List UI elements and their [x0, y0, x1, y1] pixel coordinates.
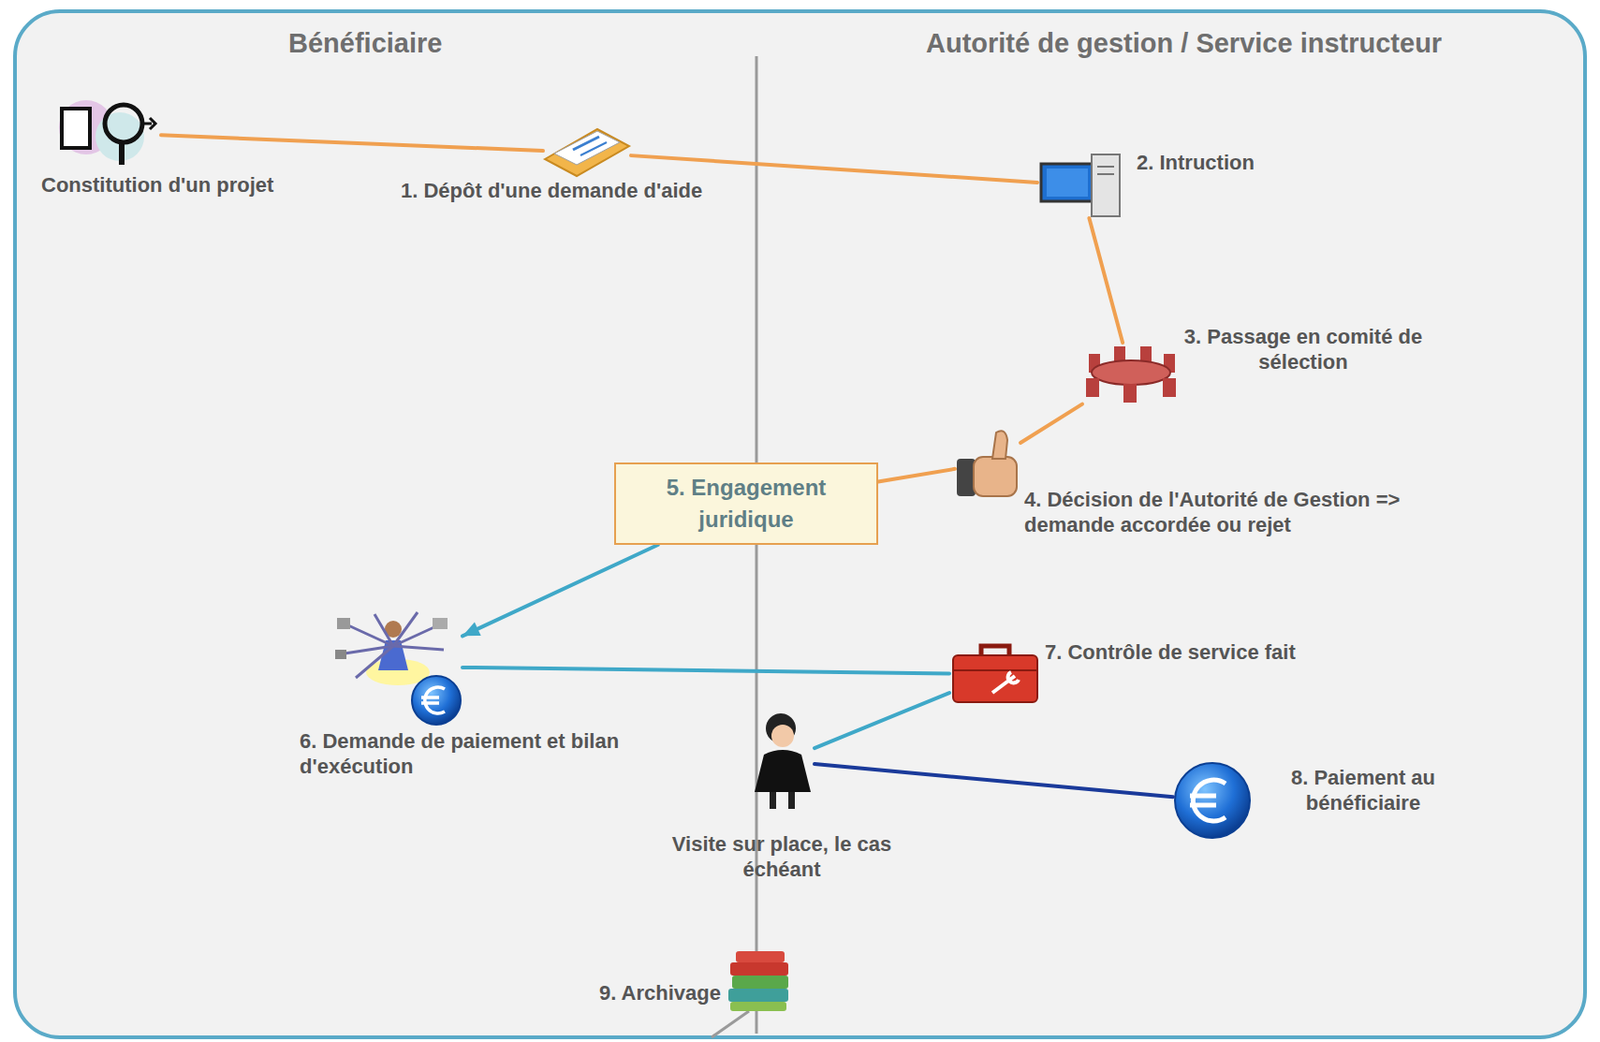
step-label: 7. Contrôle de service fait	[1044, 639, 1364, 665]
step-node: Visite sur place, le cas échéant	[750, 709, 815, 813]
books-icon	[728, 951, 789, 1012]
step-label: 3. Passage en comité de sélection	[1181, 323, 1425, 375]
computer-icon	[1041, 154, 1120, 217]
step-node: 8. Paiement au bénéficiaire	[1173, 761, 1252, 840]
step-node: Constitution d'un projet	[56, 97, 162, 169]
step-label: 9. Archivage	[524, 980, 721, 1006]
archive-line	[711, 1011, 749, 1038]
step-label: Constitution d'un projet	[41, 172, 276, 198]
step-node: 9. Archivage	[726, 947, 793, 1015]
step-label: 4. Décision de l'Autorité de Gestion => …	[1024, 486, 1493, 538]
flow-connector	[462, 667, 950, 675]
flow-connector	[878, 469, 955, 483]
flow-connector	[814, 763, 1174, 797]
step-node: 3. Passage en comité de sélection	[1082, 342, 1180, 405]
step-label: Visite sur place, le cas échéant	[655, 831, 909, 882]
form-icon	[544, 129, 630, 177]
inspector-figure-icon	[754, 713, 811, 809]
step-node: 1. Dépôt d'une demande d'aide	[543, 127, 632, 178]
flow-connector	[161, 134, 544, 151]
box-label: 5. Engagement juridique	[629, 471, 864, 536]
flow-connector	[462, 544, 659, 636]
flow-connector	[631, 155, 1038, 183]
meeting-icon	[1086, 346, 1176, 403]
step-node: 6. Demande de paiement et bilan d'exécut…	[331, 606, 463, 727]
step-label: 2. Intruction	[1136, 149, 1380, 176]
step-node: 7. Contrôle de service fait	[949, 642, 1042, 706]
step-label: 1. Dépôt d'une demande d'aide	[400, 177, 738, 204]
toolbox-icon	[953, 645, 1038, 703]
flow-connector	[1088, 218, 1123, 343]
column-header: Autorité de gestion / Service instructeu…	[925, 28, 1442, 59]
thumbs-up-icon	[956, 430, 1017, 497]
step-node: 4. Décision de l'Autorité de Gestion => …	[954, 426, 1021, 500]
panel	[14, 11, 1586, 1038]
process-box: 5. Engagement juridique	[614, 462, 879, 545]
payment-coin-icon	[1174, 763, 1250, 838]
project-icon	[58, 100, 156, 165]
flow-connector	[814, 692, 950, 749]
flow-connector	[1020, 404, 1083, 443]
column-divider	[755, 56, 759, 1034]
step-node: 2. Intruction	[1037, 152, 1124, 219]
multitask-figure-icon	[335, 612, 461, 725]
column-header: Bénéficiaire	[288, 28, 442, 59]
step-label: 8. Paiement au bénéficiaire	[1250, 764, 1476, 816]
arrowhead	[462, 621, 482, 636]
step-label: 6. Demande de paiement et bilan d'exécut…	[299, 728, 675, 779]
